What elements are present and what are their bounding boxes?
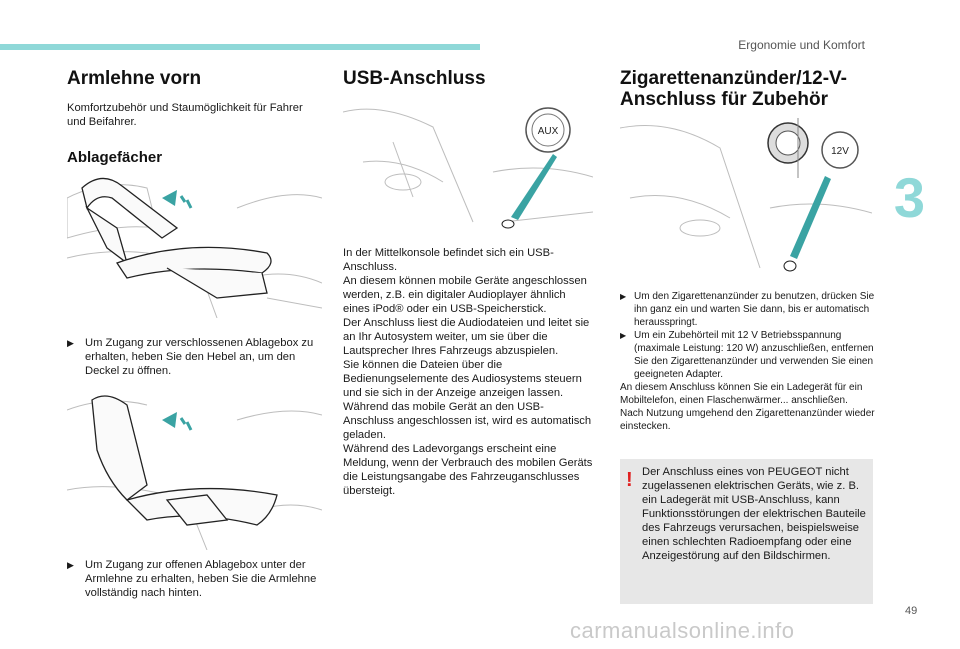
armrest-intro: Komfortzubehör und Staumöglichkeit für F… (67, 102, 303, 128)
page-number: 49 (905, 605, 918, 617)
warning-text: Der Anschluss eines von PEUGEOT nicht zu… (642, 466, 866, 562)
socket-title: Zigarettenanzünder/12-V-Anschluss für Zu… (620, 68, 847, 110)
bullet-closed-box-text: Um Zugang zur verschlossenen Ablagebox z… (85, 337, 314, 377)
bullet-open-box: ▶Um Zugang zur offenen Ablagebox unter d… (67, 559, 317, 599)
column-usb: USB-Anschluss (343, 68, 593, 89)
usb-console-illustration: AUX (343, 107, 593, 229)
socket-12v-label: 12V (831, 146, 849, 157)
storage-subtitle: Ablagefächer (67, 149, 163, 166)
socket-console-illustration: 12V (620, 118, 872, 272)
header-accent-bar (0, 44, 480, 50)
watermark: carmanualsonline.info (570, 618, 795, 643)
armrest-open-illustration (67, 395, 322, 550)
section-header: Ergonomie und Komfort (738, 38, 865, 52)
warning-icon: ! (626, 469, 633, 491)
socket-bullet-1: Um den Zigarettenanzünder zu benutzen, d… (634, 291, 875, 328)
chapter-number: 3 (893, 166, 925, 229)
usb-title: USB-Anschluss (343, 68, 486, 89)
usb-body-text: In der Mittelkonsole befindet sich ein U… (343, 247, 593, 497)
warning-box: ! Der Anschluss eines von PEUGEOT nicht … (620, 459, 873, 604)
bullet-closed-box: ▶Um Zugang zur verschlossenen Ablagebox … (67, 337, 314, 377)
socket-note: An diesem Anschluss können Sie ein Ladeg… (620, 382, 875, 432)
armrest-title: Armlehne vorn (67, 68, 202, 89)
column-12v: Zigarettenanzünder/12-V-Anschluss für Zu… (620, 68, 880, 110)
armrest-closed-illustration (67, 177, 322, 318)
aux-label: AUX (538, 126, 559, 137)
bullet-open-box-text: Um Zugang zur offenen Ablagebox unter de… (85, 559, 317, 599)
socket-bullet-2: Um ein Zubehörteil mit 12 V Betriebsspan… (634, 330, 874, 380)
socket-instructions: ▶Um den Zigarettenanzünder zu benutzen, … (620, 290, 878, 433)
column-armrest: Armlehne vorn Komfortzubehör und Staumög… (67, 68, 327, 166)
